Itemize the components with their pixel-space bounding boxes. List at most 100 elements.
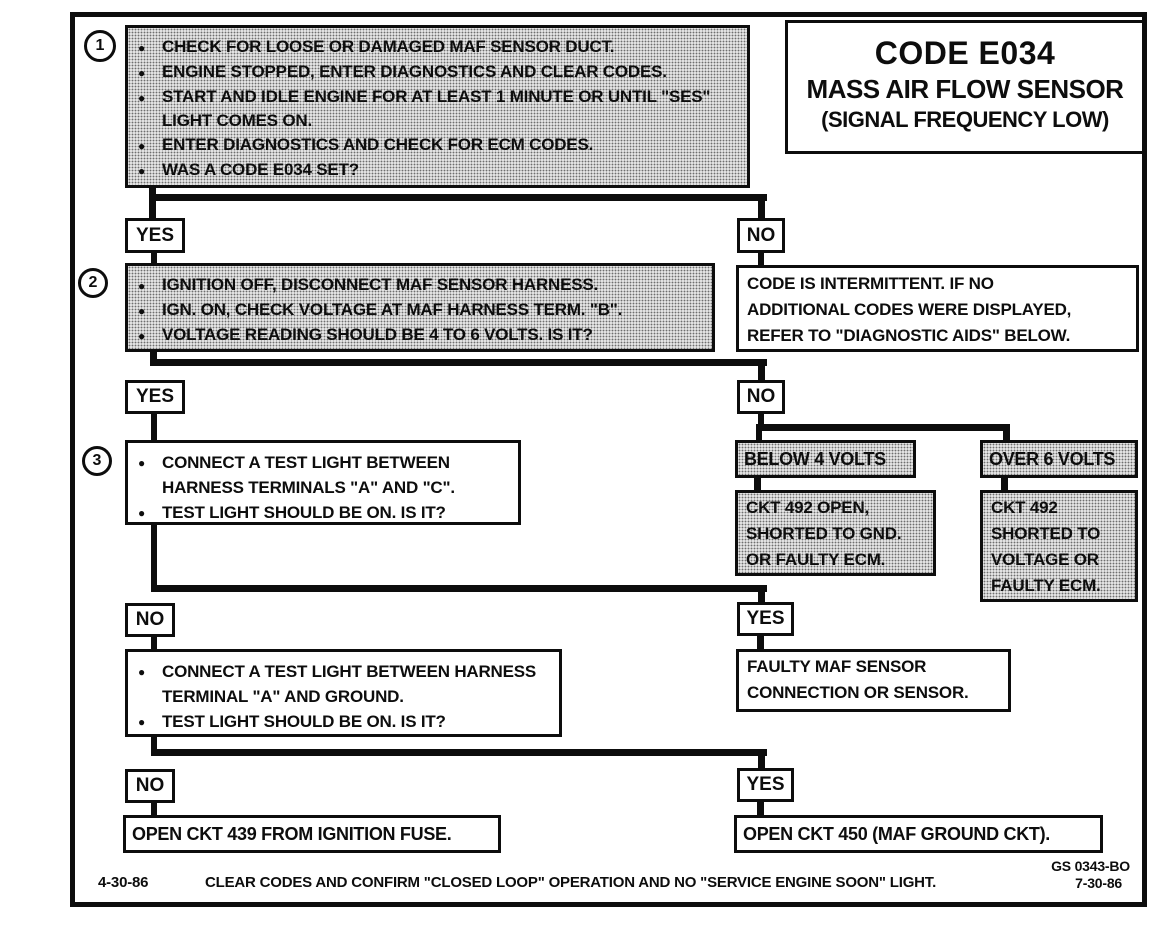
bullet-item: ● IGN. ON, CHECK VOLTAGE AT MAF HARNESS T… [138, 298, 704, 323]
footer-date-right: 7-30-86 [1075, 875, 1122, 891]
step-2-number: 2 [88, 274, 98, 291]
bullet-icon: ● [138, 164, 146, 178]
below-4-volts-box: BELOW 4 VOLTS [735, 440, 916, 478]
bullet-text: ENTER DIAGNOSTICS AND CHECK FOR ECM CODE… [162, 135, 594, 154]
step-3-number-badge: 3 [82, 446, 112, 476]
no-label: NO [135, 609, 165, 630]
connector-line [151, 585, 767, 592]
step-2-instructions-box: ● IGNITION OFF, DISCONNECT MAF SENSOR HAR… [125, 263, 715, 352]
bullet-icon: ● [138, 329, 146, 343]
bullet-text: TEST LIGHT SHOULD BE ON. IS IT? [162, 712, 446, 731]
branch-label-no-4: NO [125, 769, 175, 803]
bullet-icon: ● [138, 506, 146, 520]
step-4-instructions-box: ● CONNECT A TEST LIGHT BETWEEN HARNESS TE… [125, 649, 562, 737]
bullet-icon: ● [138, 665, 146, 679]
branch-label-yes-4: YES [737, 768, 794, 802]
branch-label-yes-3: YES [737, 602, 794, 636]
connector-line [151, 253, 157, 263]
bullet-text: CONNECT A TEST LIGHT BETWEEN HARNESS TER… [162, 453, 455, 497]
step-2-number-badge: 2 [78, 268, 108, 298]
over-6-volts-box: OVER 6 VOLTS [980, 440, 1138, 478]
bullet-item: ● TEST LIGHT SHOULD BE ON. IS IT? [138, 500, 510, 526]
open-ckt-439-result-box: OPEN CKT 439 FROM IGNITION FUSE. [123, 815, 501, 853]
no-label: NO [746, 386, 776, 407]
branch-label-no-1: NO [737, 218, 785, 253]
connector-line [150, 352, 157, 364]
step-3-number: 3 [92, 452, 102, 469]
connector-line [754, 478, 761, 490]
branch-label-no-3: NO [125, 603, 175, 637]
connector-line [758, 590, 765, 603]
chart-outer-border [70, 12, 1147, 907]
title-box: CODE E034 MASS AIR FLOW SENSOR (SIGNAL F… [785, 20, 1145, 154]
bullet-icon: ● [138, 66, 146, 80]
bullet-item: ● CHECK FOR LOOSE OR DAMAGED MAF SENSOR D… [138, 35, 739, 60]
connector-line [756, 429, 762, 440]
footer-doc-number: GS 0343-BO [1051, 858, 1130, 874]
step-1-number: 1 [95, 37, 105, 54]
step-3-instructions-box: ● CONNECT A TEST LIGHT BETWEEN HARNESS TE… [125, 440, 521, 525]
bullet-item: ●START AND IDLE ENGINE FOR AT LEAST 1 MI… [138, 85, 739, 133]
faulty-maf-result-box: FAULTY MAF SENSOR CONNECTION OR SENSOR. [736, 649, 1011, 712]
yes-label: YES [135, 224, 175, 246]
sensor-subtitle: (SIGNAL FREQUENCY LOW) [821, 107, 1109, 132]
bullet-item: ● CONNECT A TEST LIGHT BETWEEN HARNESS TE… [138, 450, 510, 500]
bullet-text: ENGINE STOPPED, ENTER DIAGNOSTICS AND CL… [162, 62, 667, 81]
yes-label: YES [746, 608, 785, 629]
branch-label-no-2: NO [737, 380, 785, 414]
no-label: NO [135, 775, 165, 796]
connector-line [151, 637, 157, 649]
connector-line [151, 737, 157, 753]
branch-label-yes-1: YES [125, 218, 185, 253]
open-ckt-450-result-box: OPEN CKT 450 (MAF GROUND CKT). [734, 815, 1103, 853]
connector-line [151, 803, 157, 815]
connector-line [758, 253, 764, 265]
bullet-item: ● IGNITION OFF, DISCONNECT MAF SENSOR HAR… [138, 273, 704, 298]
ckt-492-shorted-result-box: CKT 492 SHORTED TO VOLTAGE OR FAULTY ECM… [980, 490, 1138, 602]
bullet-icon: ● [138, 279, 146, 293]
code-title: CODE E034 [874, 35, 1056, 71]
bullet-icon: ● [138, 456, 146, 470]
yes-label: YES [135, 386, 175, 407]
bullet-text: IGN. ON, CHECK VOLTAGE AT MAF HARNESS TE… [162, 300, 623, 319]
bullet-item: ● WAS A CODE E034 SET? [138, 158, 739, 183]
bullet-item: ●TEST LIGHT SHOULD BE ON. IS IT? [138, 709, 551, 735]
connector-line [758, 194, 765, 218]
connector-line [151, 525, 157, 589]
bullet-text: VOLTAGE READING SHOULD BE 4 TO 6 VOLTS. … [162, 325, 593, 344]
bullet-icon: ● [138, 304, 146, 318]
connector-line [757, 636, 764, 649]
code-intermittent-result-box: CODE IS INTERMITTENT. IF NO ADDITIONAL C… [736, 265, 1139, 352]
connector-line [149, 194, 767, 201]
bullet-item: ● ENTER DIAGNOSTICS AND CHECK FOR ECM COD… [138, 133, 739, 158]
bullet-text: START AND IDLE ENGINE FOR AT LEAST 1 MIN… [162, 87, 711, 130]
bullet-text: IGNITION OFF, DISCONNECT MAF SENSOR HARN… [162, 275, 599, 294]
bullet-text: CONNECT A TEST LIGHT BETWEEN HARNESS TER… [162, 662, 537, 706]
bullet-text: TEST LIGHT SHOULD BE ON. IS IT? [162, 503, 446, 522]
footer-note: CLEAR CODES AND CONFIRM "CLOSED LOOP" OP… [205, 874, 937, 891]
bullet-item: ● CONNECT A TEST LIGHT BETWEEN HARNESS TE… [138, 659, 551, 709]
connector-line [757, 802, 764, 815]
connector-line [151, 414, 157, 440]
connector-line [758, 414, 764, 426]
yes-label: YES [746, 774, 785, 795]
bullet-item: ● VOLTAGE READING SHOULD BE 4 TO 6 VOLTS.… [138, 323, 704, 348]
connector-line [149, 188, 156, 218]
step-1-instructions-box: ● CHECK FOR LOOSE OR DAMAGED MAF SENSOR D… [125, 25, 750, 188]
bullet-item: ● ENGINE STOPPED, ENTER DIAGNOSTICS AND C… [138, 60, 739, 85]
connector-line [758, 754, 765, 768]
bullet-text: CHECK FOR LOOSE OR DAMAGED MAF SENSOR DU… [162, 37, 615, 56]
bullet-icon: ● [138, 139, 146, 153]
bullet-text: WAS A CODE E034 SET? [162, 160, 359, 179]
connector-line [150, 359, 767, 366]
step-1-number-badge: 1 [84, 30, 116, 62]
connector-line [756, 424, 1010, 431]
no-label: NO [746, 224, 776, 246]
connector-line [1001, 478, 1008, 490]
connector-line [151, 749, 767, 756]
connector-line [1003, 424, 1010, 440]
bullet-icon: ● [138, 41, 146, 55]
ckt-492-open-result-box: CKT 492 OPEN, SHORTED TO GND. OR FAULTY … [735, 490, 936, 576]
connector-line [758, 359, 765, 380]
